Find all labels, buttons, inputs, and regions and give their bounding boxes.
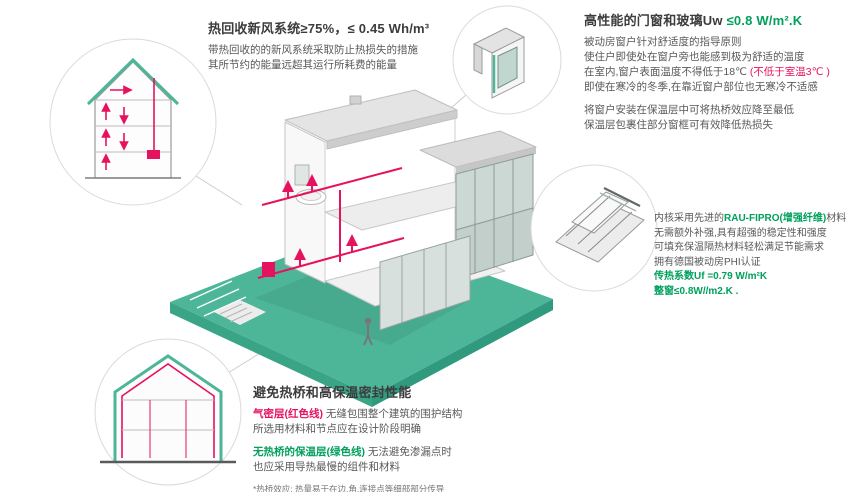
windows-p1-line4: 即使在寒冷的冬季,在靠近窗户部位也无寒冷不适感 <box>584 81 818 93</box>
windows-p2-line2: 保温层包裹住部分窗框可有效降低热损失 <box>584 119 773 131</box>
roof-slab-right-edge <box>456 147 536 174</box>
frame-uf-value: 传热系数Uf =0.79 W/m²K <box>654 271 768 282</box>
thermal-line4: 也应采用导热最慢的组件和材料 <box>253 461 400 473</box>
thermal-line1: 气密层(红色线) 无缝包围整个建筑的围护结构 <box>253 407 462 422</box>
frame-line3: 可填充保温隔热材料轻松满足节能需求 <box>654 242 824 253</box>
profile-glass-pane <box>603 187 641 207</box>
corner-glass <box>497 46 518 89</box>
windows-p1-line3-text: 在室内,窗户表面温度不得低于18℃ <box>584 66 750 78</box>
stairs <box>214 300 266 325</box>
platform-edge-right <box>372 299 553 407</box>
profile-glass-pane-2 <box>599 192 637 212</box>
heat-exchanger-unit <box>262 262 275 277</box>
hrv-line1: 带热回收的的新风系统采取防止热损失的措施 <box>208 44 418 56</box>
thermal-footnote: *热桥效应: 热量易于在边,角,连接点等细部部分传导 <box>253 484 445 492</box>
windows-p2-line1: 将窗户安装在保温层中可将热桥效应降至最低 <box>584 104 794 116</box>
frame-uw-value: 整窗≤0.8W//m2.K . <box>654 285 739 297</box>
windows-p1-line1: 被动房窗户针对舒适度的指导原则 <box>584 36 742 48</box>
windows-title-prefix: 高性能的门窗和玻璃Uw <box>584 13 727 28</box>
profile-sash <box>571 191 629 234</box>
profile-chambers <box>565 195 633 253</box>
callout-circle-frame-profile <box>530 164 658 292</box>
left-window <box>294 164 310 186</box>
roof-slab-edge <box>326 109 458 150</box>
windows-p1-line2: 使住户即使处在窗户旁也能感到极为舒适的温度 <box>584 51 805 63</box>
thermal-section: 避免热桥和高保温密封性能 气密层(红色线) 无缝包围整个建筑的围护结构 所选用材… <box>253 382 462 492</box>
thermal-line3-text: 无法避免渗漏点时 <box>365 446 452 458</box>
windows-section: 高性能的门窗和玻璃Uw ≤0.8 W/m².K 被动房窗户针对舒适度的指导原则 … <box>584 10 830 133</box>
thermal-line3: 无热桥的保温层(绿色线) 无法避免渗漏点时 <box>253 445 462 460</box>
thermal-floors <box>122 399 214 431</box>
callout-circle-ventilation <box>49 38 217 206</box>
frame-line1-text: 内核采用先进的 <box>654 213 724 224</box>
roof-vent <box>349 95 362 105</box>
section-air-arrows <box>101 78 155 170</box>
terrace-steps <box>189 280 247 317</box>
thermal-insulation-label: 无热桥的保温层(绿色线) <box>253 446 365 458</box>
airtight-red-line <box>121 363 215 458</box>
glass-door-mullions <box>401 243 447 323</box>
section-fan-unit <box>147 150 160 159</box>
corner-side-wall <box>473 43 483 75</box>
callout-circle-thermal-section <box>94 338 242 486</box>
hrv-section: 热回收新风系统≥75%，≤ 0.45 Wh/m³ 带热回收的的新风系统采取防止热… <box>208 18 429 73</box>
thermal-title: 避免热桥和高保温密封性能 <box>253 385 412 400</box>
frame-line1-tail: 材料 <box>826 213 847 224</box>
frame-section: 内核采用先进的RAU-FIPRO(增强纤维)材料 无需额外补强,具有超强的稳定性… <box>654 212 846 299</box>
frame-line4: 拥有德国被动房PHI认证 <box>654 256 761 268</box>
thermal-inner-reds <box>149 400 187 458</box>
glazing-mullions <box>474 159 514 274</box>
hrv-line2: 其所节约的能量远超其运行所耗费的能量 <box>208 59 397 71</box>
windows-title-value: ≤0.8 W/m².K <box>726 13 803 28</box>
frame-line2: 无需额外补强,具有超强的稳定性和强度 <box>654 227 827 239</box>
section-roof-teal <box>86 57 180 106</box>
windows-title: 高性能的门窗和玻璃Uw ≤0.8 W/m².K <box>584 10 830 29</box>
windows-p1-line3: 在室内,窗户表面温度不得低于18℃ (不低于室温3℃ ) <box>584 65 830 80</box>
frame-line1-material: RAU-FIPRO(增强纤维) <box>724 213 827 224</box>
callout-circle-window-corner <box>452 5 562 115</box>
hrv-title: 热回收新风系统≥75%，≤ 0.45 Wh/m³ <box>208 21 430 36</box>
platform-edge-left <box>170 302 372 407</box>
thermal-line2: 所选用材料和节点应在设计阶段明确 <box>253 423 421 435</box>
thermal-airtight-label: 气密层(红色线) <box>253 408 323 420</box>
person-figure <box>363 317 373 346</box>
house-shadow <box>255 266 470 345</box>
windows-p1-line3-red: (不低于室温3℃ ) <box>749 66 830 78</box>
thermal-line1-text: 无缝包围整个建筑的围护结构 <box>323 408 463 420</box>
frame-line1: 内核采用先进的RAU-FIPRO(增强纤维)材料 <box>654 212 846 227</box>
ventilation-ducts <box>257 167 405 279</box>
